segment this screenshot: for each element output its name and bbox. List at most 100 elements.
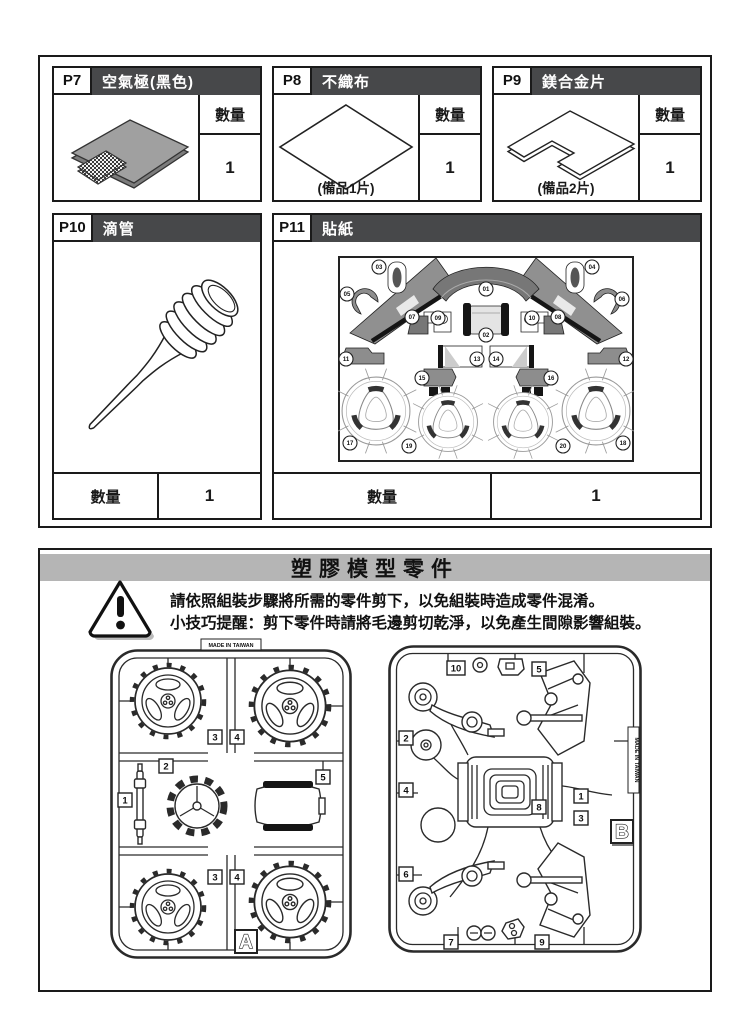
svg-text:04: 04 bbox=[589, 265, 596, 271]
spare-note: (備品1片) bbox=[317, 181, 375, 196]
part-title: 鎂合金片 bbox=[542, 74, 607, 91]
p8-illustration: (備品1片) bbox=[274, 95, 418, 200]
svg-text:11: 11 bbox=[343, 357, 350, 363]
svg-text:2: 2 bbox=[403, 734, 408, 745]
svg-text:19: 19 bbox=[406, 444, 413, 450]
quantity-value: 1 bbox=[665, 157, 675, 177]
svg-text:1: 1 bbox=[578, 792, 584, 803]
svg-text:15: 15 bbox=[419, 376, 426, 382]
part-card-header: P7 空氣極(黑色) bbox=[54, 68, 260, 95]
part-id: P11 bbox=[274, 215, 312, 242]
svg-text:01: 01 bbox=[483, 287, 490, 293]
part-id: P9 bbox=[494, 68, 532, 95]
sprue-b-part-numbers: 10 5 2 4 6 7 9 8 1 3 bbox=[398, 660, 589, 950]
svg-text:8: 8 bbox=[536, 803, 541, 814]
sprue-a-drawing: 3 4 2 1 5 3 4 A MADE IN TAIWAN bbox=[110, 638, 352, 959]
p7-illustration bbox=[54, 95, 198, 200]
sprue-a-part-canopy bbox=[254, 781, 326, 831]
sprue-a-label: A bbox=[234, 929, 258, 954]
svg-text:10: 10 bbox=[529, 316, 536, 322]
part-card-header: P11 貼紙 bbox=[274, 215, 700, 242]
air-cathode-plate-drawing bbox=[70, 119, 190, 189]
quantity-value: 1 bbox=[204, 486, 215, 505]
quantity-row: 數量 1 bbox=[274, 472, 700, 518]
sprue-a-part-gear bbox=[166, 775, 228, 837]
plastic-parts-section: 塑膠模型零件 請依照組裝步驟將所需的零件剪下，以免組裝時造成零件混淆。 小技巧提… bbox=[38, 548, 712, 992]
quantity-value: 1 bbox=[445, 157, 455, 177]
part-card-p10: P10 滴管 數量 bbox=[52, 213, 262, 520]
quantity-column: 數量 1 bbox=[198, 95, 260, 200]
svg-text:02: 02 bbox=[483, 333, 490, 339]
part-card-header: P8 不織布 bbox=[274, 68, 480, 95]
part-title: 空氣極(黑色) bbox=[102, 74, 194, 91]
quantity-row: 數量 1 bbox=[54, 472, 260, 518]
made-in-taiwan-label: MADE IN TAIWAN bbox=[200, 638, 262, 651]
sprue-a-part-shaft bbox=[133, 763, 147, 845]
quantity-label: 數量 bbox=[274, 474, 492, 518]
svg-text:MADE IN TAIWAN: MADE IN TAIWAN bbox=[633, 737, 639, 782]
part-card-p9: P9 鎂合金片 (備品2片) 數量 1 bbox=[492, 66, 702, 202]
svg-text:20: 20 bbox=[560, 444, 567, 450]
sprue-b-diagram: 10 5 2 4 6 7 9 8 1 3 B MADE IN T bbox=[388, 645, 642, 953]
svg-text:12: 12 bbox=[623, 357, 630, 363]
svg-text:10: 10 bbox=[451, 664, 462, 675]
part-id: P8 bbox=[274, 68, 312, 95]
part-card-header: P10 滴管 bbox=[54, 215, 260, 242]
svg-text:4: 4 bbox=[234, 733, 240, 744]
svg-text:A: A bbox=[239, 932, 253, 953]
svg-text:6: 6 bbox=[403, 870, 408, 881]
warning-line-1: 請依照組裝步驟將所需的零件剪下，以免組裝時造成零件混淆。 bbox=[170, 593, 605, 610]
quantity-label: 數量 bbox=[640, 95, 700, 135]
nonwoven-sheet-drawing bbox=[278, 104, 414, 190]
sticker-sheet-drawing: 01 02 03 04 05 06 07 08 09 10 11 12 13 1… bbox=[338, 256, 634, 462]
svg-text:5: 5 bbox=[320, 773, 326, 784]
quantity-value: 1 bbox=[225, 157, 235, 177]
part-title: 貼紙 bbox=[322, 221, 355, 238]
parts-section: P7 空氣極(黑色) bbox=[38, 55, 712, 528]
svg-text:3: 3 bbox=[212, 733, 217, 744]
svg-text:16: 16 bbox=[548, 376, 555, 382]
svg-text:06: 06 bbox=[619, 297, 626, 303]
svg-text:14: 14 bbox=[493, 357, 500, 363]
svg-text:07: 07 bbox=[409, 315, 416, 321]
svg-text:05: 05 bbox=[344, 292, 351, 298]
part-title: 不織布 bbox=[322, 74, 371, 91]
sprue-b-drawing: 10 5 2 4 6 7 9 8 1 3 B MADE IN T bbox=[388, 645, 642, 953]
svg-text:2: 2 bbox=[163, 762, 168, 773]
sprue-b-part-chassis bbox=[457, 756, 563, 828]
quantity-column: 數量 1 bbox=[418, 95, 480, 200]
p9-illustration: (備品2片) bbox=[494, 95, 638, 200]
sprue-a-diagram: 3 4 2 1 5 3 4 A MADE IN TAIWAN bbox=[110, 631, 352, 965]
quantity-label: 數量 bbox=[420, 95, 480, 135]
part-title: 滴管 bbox=[102, 221, 135, 238]
svg-text:B: B bbox=[615, 822, 629, 843]
quantity-label: 數量 bbox=[200, 95, 260, 135]
sprue-b-label: B bbox=[610, 819, 634, 844]
part-id: P10 bbox=[54, 215, 93, 242]
part-card-p7: P7 空氣極(黑色) bbox=[52, 66, 262, 202]
svg-text:MADE IN TAIWAN: MADE IN TAIWAN bbox=[208, 643, 253, 649]
svg-text:09: 09 bbox=[435, 316, 442, 322]
svg-text:13: 13 bbox=[474, 357, 481, 363]
svg-text:4: 4 bbox=[234, 873, 240, 884]
svg-text:1: 1 bbox=[122, 796, 128, 807]
warning-line-2: 小技巧提醒：剪下零件時請將毛邊剪切乾淨，以免產生間隙影響組裝。 bbox=[170, 615, 651, 632]
svg-text:4: 4 bbox=[403, 786, 409, 797]
magnesium-sheet-drawing bbox=[506, 110, 636, 181]
part-card-p8: P8 不織布 (備品1片) 數量 1 bbox=[272, 66, 482, 202]
part-card-header: P9 鎂合金片 bbox=[494, 68, 700, 95]
quantity-column: 數量 1 bbox=[638, 95, 700, 200]
svg-text:03: 03 bbox=[376, 265, 383, 271]
made-in-taiwan-label-vertical: MADE IN TAIWAN bbox=[627, 726, 640, 794]
svg-text:7: 7 bbox=[448, 938, 453, 949]
part-id: P7 bbox=[54, 68, 92, 95]
warning-text: 請依照組裝步驟將所需的零件剪下，以免組裝時造成零件混淆。 小技巧提醒：剪下零件時… bbox=[170, 591, 651, 635]
svg-text:5: 5 bbox=[536, 665, 542, 676]
quantity-label: 數量 bbox=[54, 474, 159, 518]
svg-text:08: 08 bbox=[555, 315, 562, 321]
svg-text:9: 9 bbox=[539, 938, 544, 949]
spare-note: (備品2片) bbox=[537, 181, 595, 196]
warning-icon bbox=[83, 579, 159, 643]
svg-text:3: 3 bbox=[212, 873, 217, 884]
